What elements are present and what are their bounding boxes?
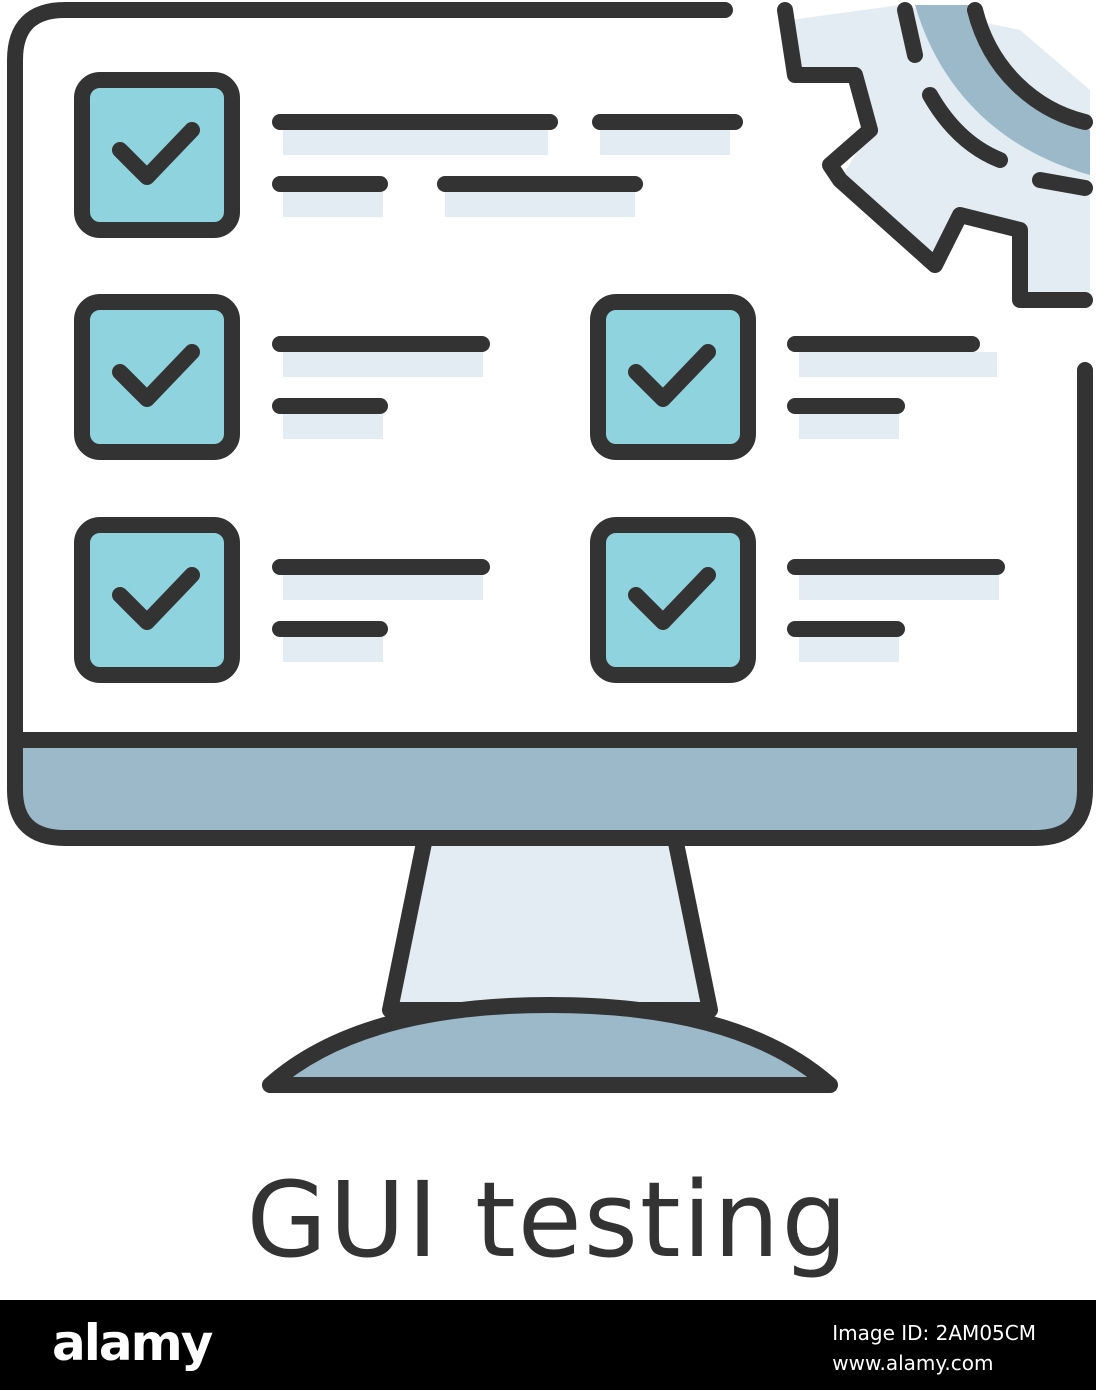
monitor-stand [262, 830, 838, 1093]
illustration-canvas: GUI testing [7, 2, 1093, 1281]
caption-title: GUI testing [246, 1159, 850, 1281]
checklist-item [74, 294, 490, 460]
checkmark-icon [628, 344, 716, 407]
image-id-text: Image ID: 2AM05CM [832, 1321, 1036, 1345]
checklist-item [590, 517, 1005, 683]
stock-footer-bar: alamy Image ID: 2AM05CM www.alamy.com [0, 1300, 1096, 1390]
checklist-item [74, 517, 490, 683]
checklist-item [74, 72, 743, 238]
brand-logo: alamy [52, 1314, 213, 1372]
checkmark-icon [628, 567, 716, 630]
checkmark-icon [112, 567, 200, 630]
gear-icon [777, 2, 1093, 308]
checkmark-icon [112, 122, 200, 185]
site-url-text: www.alamy.com [832, 1351, 994, 1375]
monitor-icon [7, 2, 1093, 846]
checklist-item [590, 294, 997, 460]
gui-testing-icon [7, 2, 1093, 1093]
image-id-block: Image ID: 2AM05CM www.alamy.com [832, 1318, 1036, 1378]
checkmark-icon [112, 344, 200, 407]
